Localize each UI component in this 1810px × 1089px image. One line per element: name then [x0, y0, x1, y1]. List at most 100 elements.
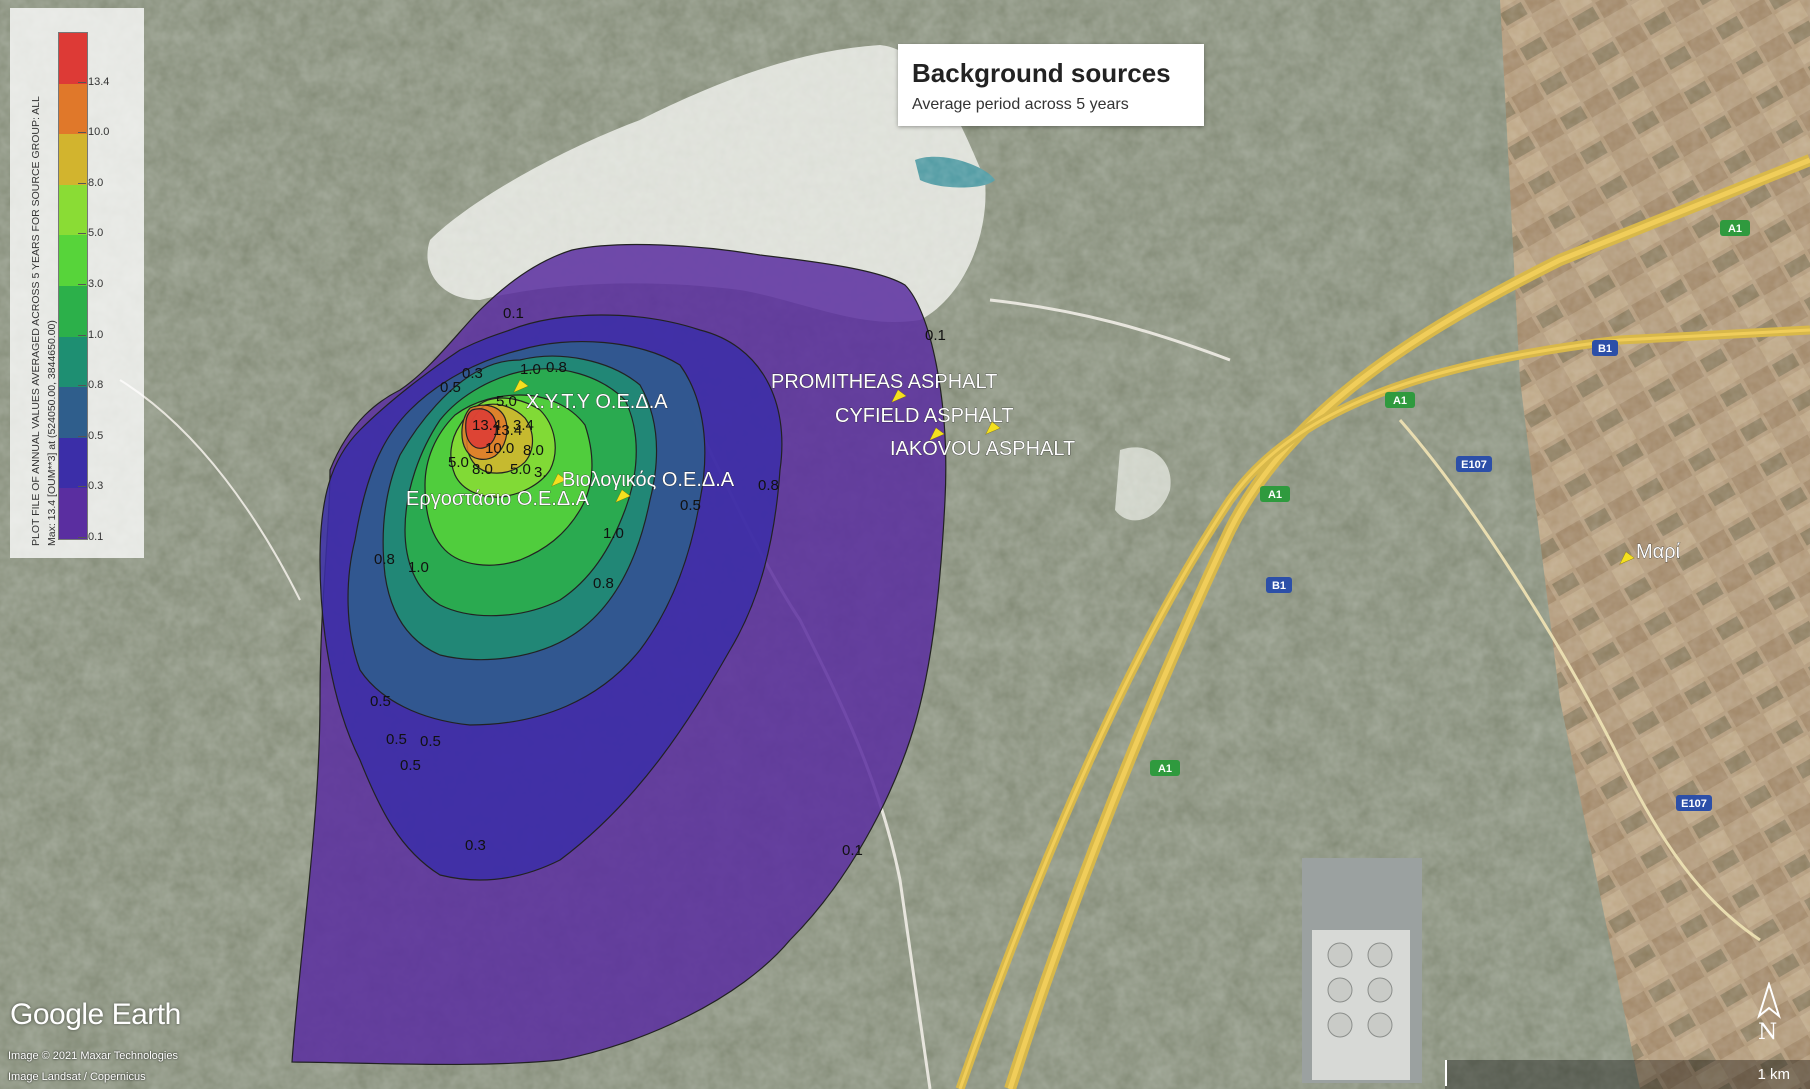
marker-mari[interactable]: Μαρί — [1619, 541, 1681, 565]
pushpin-icon — [615, 489, 631, 503]
contour-label: 0.5 — [370, 693, 391, 710]
svg-text:B1: B1 — [1598, 343, 1612, 355]
road-shield: B1 — [1266, 577, 1292, 593]
pushpin-icon — [985, 421, 1001, 435]
marker-label: PROMITHEAS ASPHALT — [771, 371, 997, 393]
contour-label: 8.0 — [523, 442, 544, 459]
contour-label: 13.4 — [493, 422, 522, 439]
contour-label: 0.3 — [465, 837, 486, 854]
svg-text:A1: A1 — [1728, 223, 1742, 235]
contour-label: 0.1 — [842, 842, 863, 859]
contour-label: 3.4 — [513, 417, 534, 434]
contour-label: 0.8 — [374, 551, 395, 568]
legend-tick-label: 0.3 — [77, 480, 104, 493]
contour-label: 1.0 — [603, 525, 624, 542]
legend-max: Max: 13.4 [OUM**3] at (524050.00, 384465… — [46, 320, 58, 546]
legend-tick-label: 0.8 — [77, 379, 104, 392]
marker-biologikos-oeda[interactable]: Βιολογικός Ο.Ε.Δ.Α — [551, 469, 735, 491]
marker-label: CYFIELD ASPHALT — [835, 405, 1014, 427]
north-label: N — [1758, 1020, 1778, 1045]
pushpin-icon — [929, 427, 945, 441]
contour-label: 5.0 — [496, 393, 517, 410]
pushpin-icon — [1619, 551, 1635, 565]
concentration-legend: PLOT FILE OF ANNUAL VALUES AVERAGED ACRO… — [10, 8, 144, 558]
marker-iakovou-asphalt[interactable]: IAKOVOU ASPHALT — [890, 421, 1076, 460]
svg-text:A1: A1 — [1158, 763, 1172, 775]
road-shields: A1 A1 A1 A1 B1 B1 E107 E107 — [1150, 220, 1750, 811]
legend-color-band — [59, 83, 87, 135]
contour-label: 0.1 — [925, 327, 946, 344]
info-box: Background sources Average period across… — [898, 44, 1204, 126]
contour-label: 10.0 — [485, 440, 514, 457]
svg-text:A1: A1 — [1268, 489, 1282, 501]
marker-label: IAKOVOU ASPHALT — [890, 438, 1075, 460]
legend-color-band — [59, 184, 87, 236]
legend-tick-label: 3.0 — [77, 278, 104, 290]
contour-label: 3. — [534, 464, 547, 481]
legend-tick-label: 5.0 — [77, 227, 104, 240]
contour-label: 0.1 — [503, 305, 524, 322]
road-shield: E107 — [1456, 456, 1492, 472]
pushpin-icon — [513, 379, 529, 393]
contour-label: 0.5 — [440, 379, 461, 396]
dispersion-contours — [291, 243, 947, 1066]
imagery-credit: Image Landsat / Copernicus — [8, 1071, 146, 1083]
north-arrow-icon — [1757, 980, 1781, 1019]
legend-tick-label: 0.1 — [77, 531, 104, 543]
imagery-credit: Image © 2021 Maxar Technologies — [8, 1050, 178, 1062]
contour-label: 1.0 — [408, 559, 429, 576]
north-arrow[interactable]: N — [1752, 980, 1786, 1050]
scale-label: 1 km — [1757, 1066, 1790, 1083]
legend-tick-label: 13.4 — [77, 75, 110, 88]
google-earth-logo: Google Earth — [10, 998, 181, 1031]
contour-label: 0.8 — [758, 477, 779, 494]
contour-label: 0.8 — [593, 575, 614, 592]
power-plant — [1302, 858, 1422, 1083]
contour-label: 0.3 — [462, 365, 483, 382]
legend-color-band — [59, 437, 87, 489]
info-title: Background sources — [912, 58, 1171, 88]
road-shield: E107 — [1676, 795, 1712, 811]
road-shield: A1 — [1385, 392, 1415, 408]
svg-text:E107: E107 — [1681, 798, 1707, 810]
marker-label: Εργοστάσιο Ο.Ε.Δ.Α — [406, 488, 590, 510]
svg-text:B1: B1 — [1272, 580, 1286, 592]
contour-label: 0.5 — [400, 757, 421, 774]
legend-color-band — [59, 286, 87, 337]
svg-text:A1: A1 — [1393, 395, 1407, 407]
contour-13.4 — [465, 408, 497, 449]
pushpin-icon — [891, 389, 907, 403]
legend-title: PLOT FILE OF ANNUAL VALUES AVERAGED ACRO… — [30, 96, 42, 546]
legend-tick-label: 10.0 — [77, 126, 110, 139]
contour-label: 5.0 — [510, 461, 531, 478]
contour-labels: 0.1 0.1 0.1 0.3 0.3 0.5 0.5 0.5 0.5 0.5 … — [370, 305, 946, 859]
road-shield: A1 — [1720, 220, 1750, 236]
legend-color-band — [59, 488, 87, 539]
marker-xyty-oeda[interactable]: Χ.Υ.Τ.Υ Ο.Ε.Δ.Α — [513, 379, 669, 413]
marker-label: Βιολογικός Ο.Ε.Δ.Α — [562, 469, 735, 491]
pushpin-icon — [551, 473, 567, 487]
contour-label: 5.0 — [448, 454, 469, 471]
contour-label: 0.5 — [386, 731, 407, 748]
contour-label: 0.8 — [546, 359, 567, 376]
road-shield: A1 — [1260, 486, 1290, 502]
marker-ergostasio-oeda[interactable]: Εργοστάσιο Ο.Ε.Δ.Α — [406, 488, 631, 510]
contour-label: 1.0 — [520, 361, 541, 378]
legend-color-band — [59, 33, 87, 84]
svg-text:E107: E107 — [1461, 459, 1487, 471]
contour-label: 8.0 — [472, 461, 493, 478]
scale-bar-tick — [1445, 1060, 1447, 1086]
legend-color-bar — [58, 32, 88, 540]
contour-label: 0.5 — [420, 733, 441, 750]
marker-promitheas-asphalt[interactable]: PROMITHEAS ASPHALT — [771, 371, 998, 403]
legend-tick-label: 1.0 — [77, 328, 104, 341]
marker-cyfield-asphalt[interactable]: CYFIELD ASPHALT — [835, 405, 1014, 441]
road-shield: A1 — [1150, 760, 1180, 776]
marker-label: Χ.Υ.Τ.Υ Ο.Ε.Δ.Α — [526, 391, 668, 413]
scale-bar: 1 km — [1445, 1060, 1810, 1089]
legend-tick-label: 8.0 — [77, 176, 104, 189]
road-shield: B1 — [1592, 340, 1618, 356]
legend-color-band — [59, 235, 87, 287]
contour-label: 13.4 — [472, 417, 501, 434]
